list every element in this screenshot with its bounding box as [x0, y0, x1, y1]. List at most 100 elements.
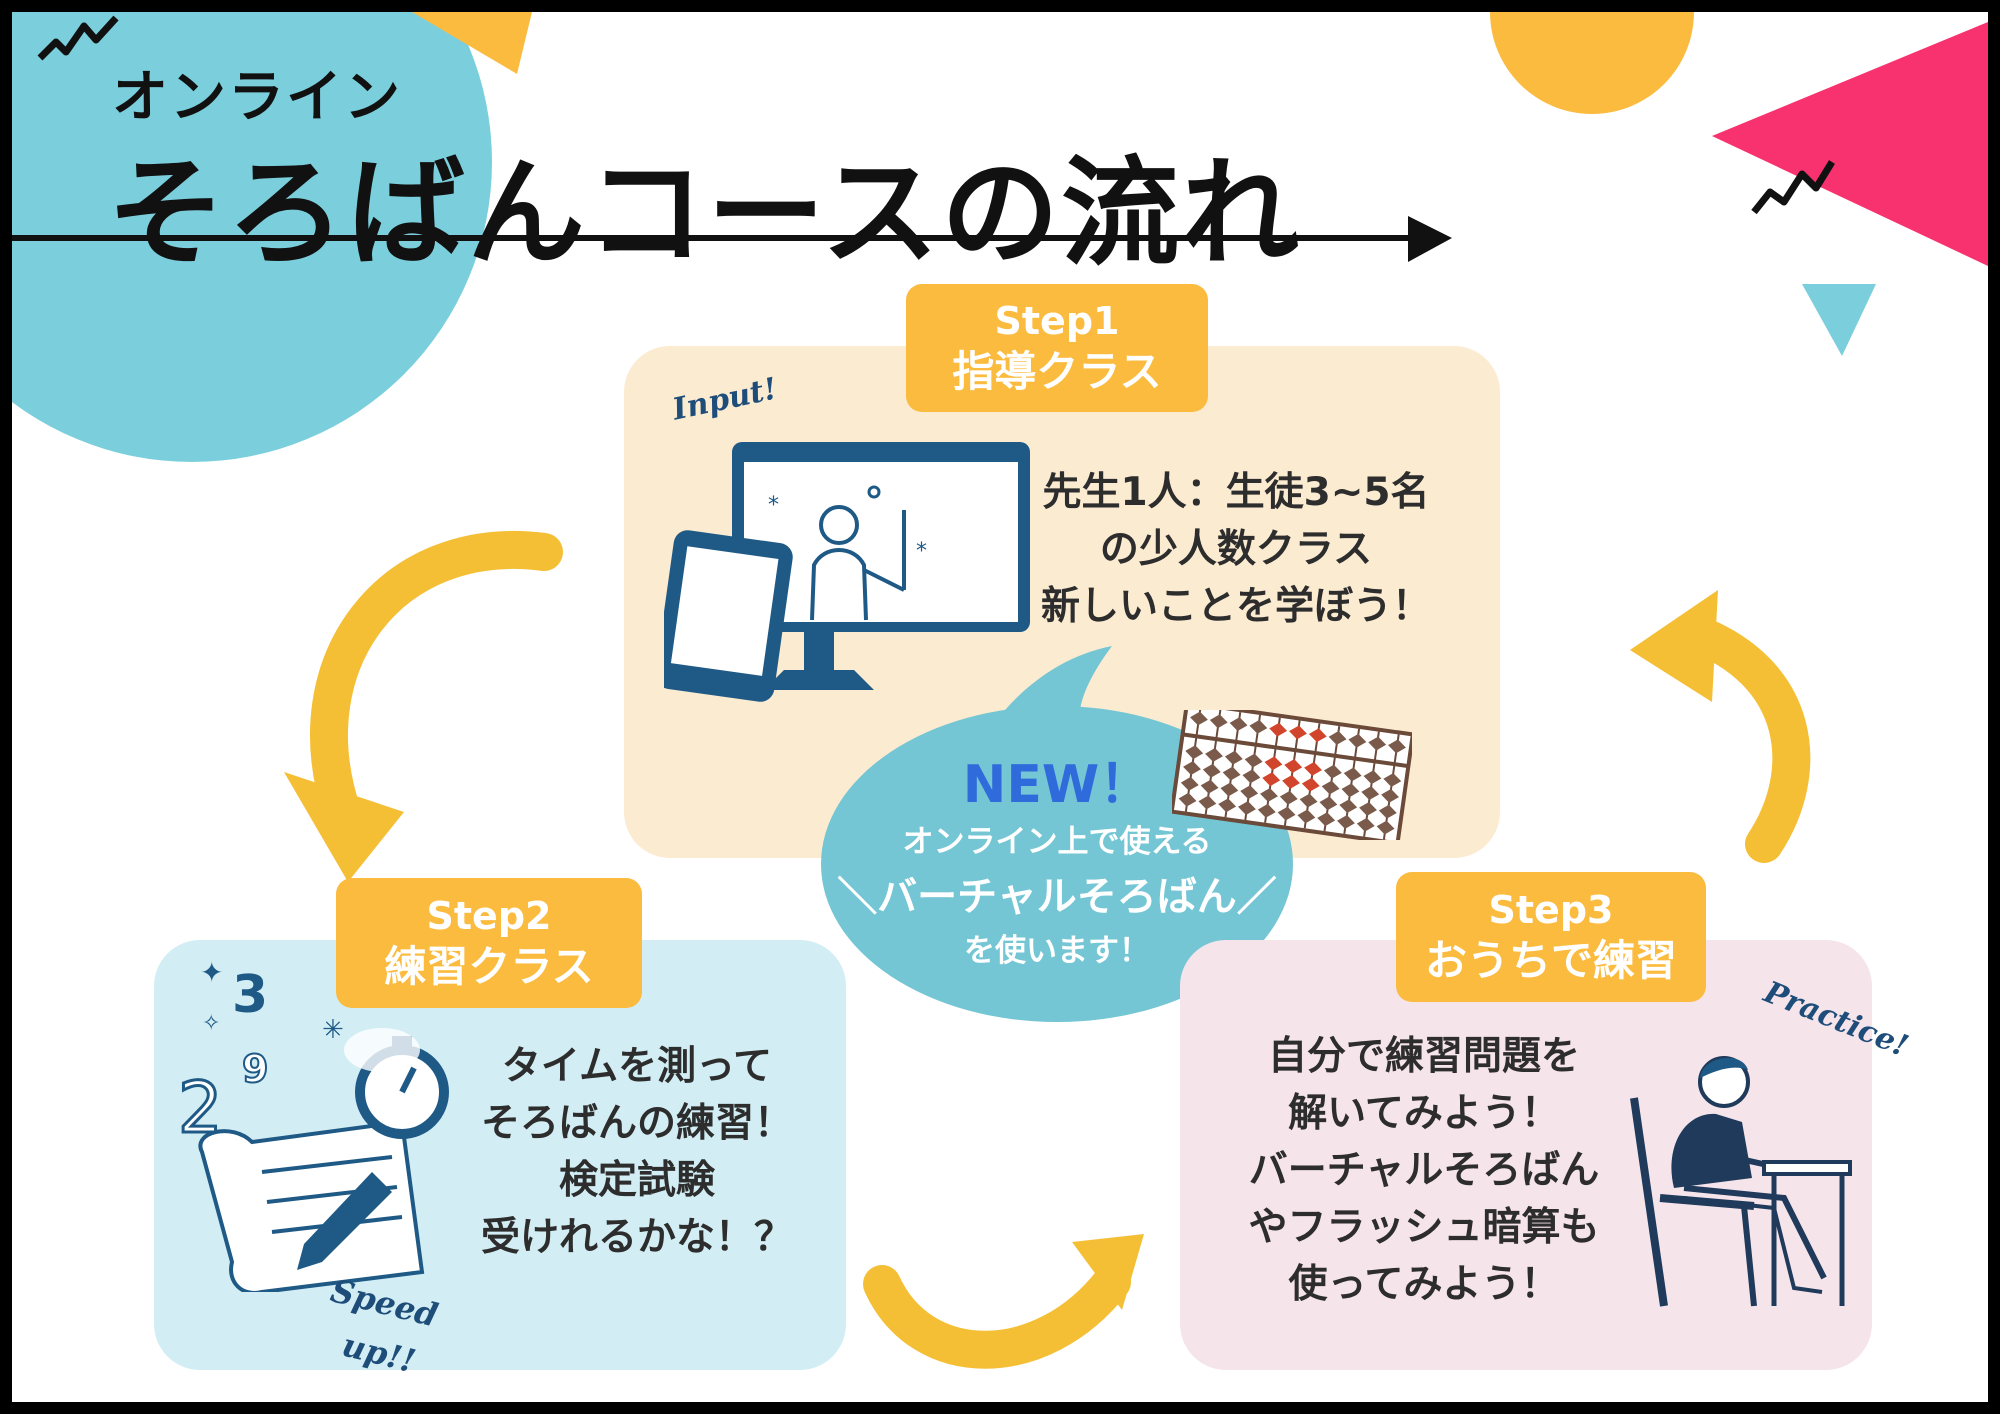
- title-subtitle: オンライン: [112, 65, 402, 130]
- abacus-bead: [1240, 785, 1259, 800]
- arrow-step2-to-step3: [863, 1263, 1131, 1369]
- step2-desc-line: 受けれるかな！？: [480, 1215, 793, 1260]
- abacus-bead: [1180, 776, 1199, 791]
- abacus-bead: [1284, 759, 1303, 774]
- step2-description: タイムを測って そろばんの練習！ 検定試験 受けれるかな！？: [452, 1038, 822, 1266]
- abacus-bead: [1229, 717, 1248, 731]
- abacus-bead: [1249, 719, 1268, 734]
- svg-text:✳: ✳: [322, 1015, 344, 1045]
- step2-label: Step2 練習クラス: [336, 878, 642, 1008]
- step2-number: Step2: [426, 894, 552, 938]
- abacus-bead: [1224, 750, 1243, 765]
- abacus-bead: [1341, 783, 1360, 798]
- abacus-bead: [1297, 809, 1316, 824]
- abacus-bead: [1304, 761, 1322, 776]
- abacus-icon: [1172, 710, 1412, 840]
- abacus-bead: [1289, 725, 1307, 740]
- step3-label: Step3 おうちで練習: [1396, 872, 1706, 1002]
- step1-description: 先生1人：生徒3~5名 の少人数クラス 新しいことを学ぼう！: [1016, 464, 1456, 635]
- abacus-bead: [1356, 817, 1375, 832]
- abacus-bead: [1319, 796, 1338, 811]
- yellow-triangle-top: [412, 12, 532, 74]
- abacus-bead: [1279, 790, 1298, 805]
- online-teacher-illustration: * *: [664, 442, 1030, 702]
- bubble-line: を使います！: [964, 933, 1150, 969]
- infographic-canvas: オンライン そろばんコースの流れ Step1 指導クラス Input! * * …: [12, 12, 1988, 1402]
- step3-desc-line: 使ってみよう！: [1288, 1262, 1560, 1307]
- new-badge: NEW！: [962, 755, 1152, 815]
- abacus-bead: [1242, 769, 1261, 784]
- abacus-bead: [1299, 793, 1318, 808]
- step3-desc-line: やフラッシュ暗算も: [1248, 1205, 1600, 1250]
- svg-text:✧: ✧: [202, 1011, 220, 1036]
- step1-desc-line: の少人数クラス: [1099, 527, 1373, 572]
- step2-name: 練習クラス: [384, 942, 594, 991]
- abacus-bead: [1282, 775, 1300, 789]
- step3-desc-line: 自分で練習問題を: [1267, 1034, 1580, 1079]
- abacus-bead: [1178, 792, 1197, 807]
- step2-desc-line: タイムを測って: [501, 1044, 773, 1089]
- step1-desc-line: 新しいことを学ぼう！: [1040, 584, 1431, 629]
- abacus-bead: [1183, 761, 1201, 775]
- abacus-bead: [1202, 763, 1221, 778]
- abacus-bead: [1308, 728, 1327, 743]
- abacus-bead: [1368, 736, 1387, 751]
- abacus-bead: [1257, 803, 1276, 818]
- abacus-bead: [1339, 799, 1358, 814]
- abacus-bead: [1260, 788, 1278, 802]
- abacus-bead: [1264, 756, 1283, 771]
- step3-number: Step3: [1488, 888, 1614, 932]
- background-shapes: [12, 12, 1988, 1369]
- abacus-bead: [1301, 777, 1320, 792]
- step3-name: おうちで練習: [1424, 936, 1677, 985]
- abacus-bead: [1323, 764, 1342, 779]
- abacus-bead: [1383, 773, 1402, 787]
- abacus-bead: [1185, 745, 1204, 760]
- abacus-bead: [1348, 733, 1367, 748]
- practice-illustration: 3 9 2 ✦ ✧ ✳: [177, 956, 449, 1292]
- svg-text:9: 9: [242, 1047, 268, 1091]
- arrow-head-right: [1630, 590, 1718, 702]
- arrow-head-bottom: [1072, 1234, 1144, 1310]
- abacus-bead: [1238, 801, 1256, 815]
- step2-desc-line: 検定試験: [558, 1158, 715, 1203]
- abacus-bead: [1209, 714, 1228, 729]
- step2-desc-line: そろばんの練習！: [480, 1101, 793, 1146]
- abacus-bead: [1359, 801, 1377, 816]
- abacus-bead: [1328, 731, 1347, 745]
- abacus-bead: [1220, 782, 1239, 797]
- title-arrowhead: [1408, 216, 1452, 262]
- step3-description: 自分で練習問題を 解いてみよう！ バーチャルそろばん やフラッシュ暗算も 使って…: [1214, 1028, 1634, 1313]
- svg-text:*: *: [768, 493, 779, 518]
- page-title: そろばんコースの流れ: [107, 144, 1302, 282]
- bubble-line: ＼バーチャルそろばん／: [837, 874, 1277, 920]
- abacus-bead: [1262, 772, 1281, 787]
- step3-desc-line: バーチャルそろばん: [1248, 1148, 1600, 1193]
- abacus-bead: [1277, 806, 1296, 821]
- abacus-bead: [1205, 748, 1223, 762]
- abacus-bead: [1317, 812, 1336, 827]
- abacus-bead: [1244, 753, 1263, 768]
- abacus-bead: [1200, 779, 1219, 794]
- abacus-bead: [1343, 767, 1362, 782]
- teal-small-triangle: [1802, 284, 1876, 356]
- abacus-bead: [1269, 722, 1288, 737]
- step1-number: Step1: [994, 299, 1120, 343]
- svg-text:✦: ✦: [200, 956, 223, 989]
- step3-panel: [1180, 940, 1872, 1370]
- abacus-bead: [1337, 815, 1355, 829]
- step3-desc-line: 解いてみよう！: [1288, 1091, 1560, 1136]
- student-at-desk-illustration: [1630, 1056, 1852, 1307]
- step1-label: Step1 指導クラス: [906, 284, 1208, 412]
- arrow-head-left: [284, 772, 404, 882]
- abacus-bead: [1361, 786, 1380, 800]
- step1-desc-line: 先生1人：生徒3~5名: [1042, 470, 1430, 515]
- abacus-bead: [1190, 711, 1208, 726]
- abacus-bead: [1363, 770, 1382, 785]
- bubble-text: NEW！ オンライン上で使える ＼バーチャルそろばん／ を使います！: [812, 754, 1302, 976]
- svg-text:*: *: [916, 539, 927, 564]
- yellow-half-circle: [1491, 12, 1693, 96]
- step1-name: 指導クラス: [952, 347, 1162, 396]
- pink-triangle: [1712, 22, 1988, 266]
- bubble-line: オンライン上で使える: [902, 824, 1212, 860]
